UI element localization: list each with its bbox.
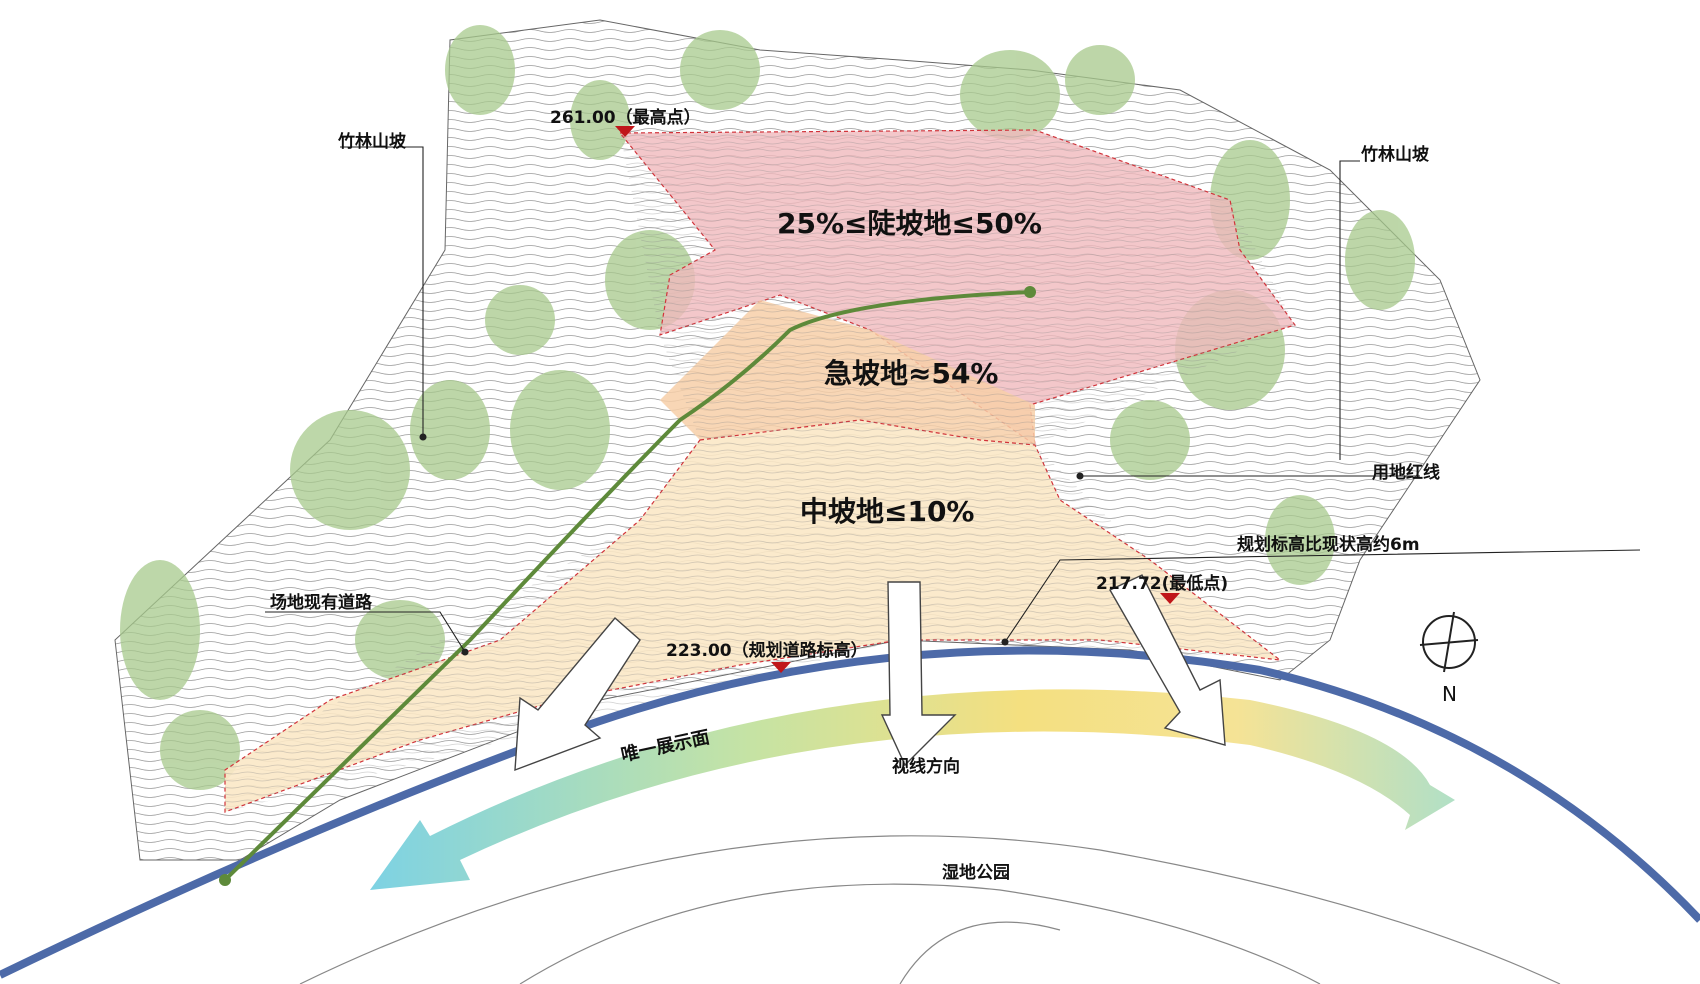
view-direction-arrows [514, 574, 1226, 772]
planned-elevation-note: 规划标高比现状高约6m [1237, 535, 1420, 555]
lowest-point-label: 217.72(最低点) [1096, 574, 1229, 594]
planned-road [0, 646, 1700, 979]
medium-slope-label: 中坡地≤10% [800, 495, 975, 528]
site-boundary-label: 用地红线 [1372, 463, 1440, 483]
slope-zone-contours [225, 130, 1295, 812]
elevation-markers [615, 126, 1180, 673]
bamboo-trees [120, 25, 1415, 790]
compass-rose [1419, 611, 1479, 673]
wetland-park-label: 湿地公园 [942, 863, 1010, 883]
road-end-point [1024, 286, 1036, 298]
bamboo-slope-left-label: 竹林山坡 [338, 132, 406, 152]
leader-lines [265, 146, 1641, 656]
steep-slope-label: 25%≤陡坡地≤50% [777, 207, 1042, 240]
north-label: N [1442, 682, 1457, 706]
view-direction-label: 视线方向 [892, 757, 960, 777]
sharp-slope-label: 急坡地≈54% [824, 357, 999, 390]
road-start-point [219, 874, 231, 886]
bamboo-slope-right-label: 竹林山坡 [1361, 145, 1429, 165]
existing-road-path [223, 290, 1031, 882]
existing-road-label: 场地现有道路 [270, 593, 372, 613]
wetland-park-outline [299, 835, 1561, 984]
highest-point-label: 261.00（最高点） [550, 108, 701, 128]
road-elevation-label: 223.00（规划道路标高） [666, 641, 868, 661]
